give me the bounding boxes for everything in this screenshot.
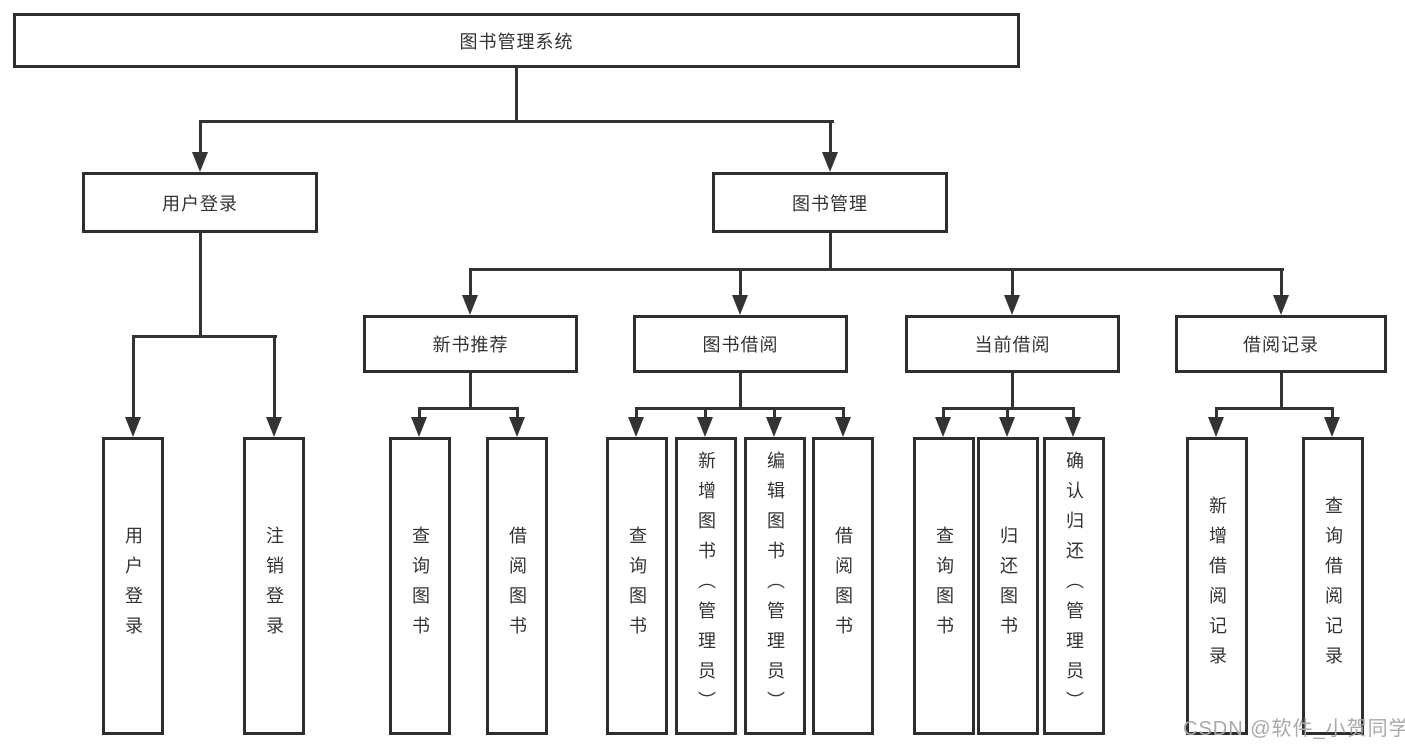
- connector-line: [469, 268, 472, 297]
- csdn-watermark: CSDN @软件_小贺同学: [1183, 718, 1405, 740]
- connector-line: [829, 233, 832, 270]
- connector-line: [739, 268, 742, 297]
- arrow-down-icon: [192, 152, 208, 172]
- connector-line: [829, 120, 832, 154]
- arrow-down-icon: [509, 417, 525, 437]
- connector-line: [1072, 407, 1075, 419]
- arrow-down-icon: [822, 152, 838, 172]
- leaf-borrow-books-recommend: 借阅图书: [486, 437, 548, 735]
- connector-line: [1280, 268, 1283, 297]
- arrow-down-icon: [1065, 417, 1081, 437]
- connector-line: [1331, 407, 1334, 419]
- connector-line: [942, 407, 945, 419]
- node-user-login: 用户登录: [82, 172, 318, 233]
- connector-line: [1215, 407, 1333, 410]
- connector-line: [635, 407, 638, 419]
- leaf-query-borrow-record: 查询借阅记录: [1302, 437, 1364, 735]
- connector-line: [1006, 407, 1009, 419]
- connector-line: [418, 407, 519, 410]
- arrow-down-icon: [628, 417, 644, 437]
- connector-line: [635, 407, 845, 410]
- node-current-borrow: 当前借阅: [905, 315, 1120, 373]
- connector-line: [773, 407, 776, 419]
- arrow-down-icon: [411, 417, 427, 437]
- arrow-down-icon: [1324, 417, 1340, 437]
- connector-line: [704, 407, 707, 419]
- connector-line: [469, 268, 1284, 271]
- connector-line: [132, 335, 135, 419]
- connector-line: [418, 407, 421, 419]
- arrow-down-icon: [1273, 295, 1289, 315]
- connector-line: [739, 373, 742, 409]
- arrow-down-icon: [697, 417, 713, 437]
- node-new-book-recommend: 新书推荐: [363, 315, 578, 373]
- leaf-user-login: 用户登录: [102, 437, 164, 735]
- connector-line: [132, 335, 277, 338]
- arrow-down-icon: [766, 417, 782, 437]
- arrow-down-icon: [125, 417, 141, 437]
- arrow-down-icon: [462, 295, 478, 315]
- leaf-query-books-recommend: 查询图书: [389, 437, 451, 735]
- node-book-borrow: 图书借阅: [633, 315, 848, 373]
- arrow-down-icon: [266, 417, 282, 437]
- arrow-down-icon: [732, 295, 748, 315]
- arrow-down-icon: [835, 417, 851, 437]
- leaf-borrow-books: 借阅图书: [812, 437, 874, 735]
- leaf-logout: 注销登录: [243, 437, 305, 735]
- leaf-query-books-current: 查询图书: [913, 437, 975, 735]
- connector-line: [1280, 373, 1283, 409]
- arrow-down-icon: [1004, 295, 1020, 315]
- node-library-system: 图书管理系统: [13, 13, 1020, 68]
- connector-line: [1011, 268, 1014, 297]
- leaf-return-books: 归还图书: [977, 437, 1039, 735]
- connector-line: [515, 68, 518, 122]
- connector-line: [273, 335, 276, 419]
- connector-line: [1215, 407, 1218, 419]
- connector-line: [199, 120, 834, 123]
- leaf-confirm-return-admin: 确认归还（管理员）: [1043, 437, 1105, 735]
- connector-line: [199, 233, 202, 337]
- leaf-add-borrow-record: 新增借阅记录: [1186, 437, 1248, 735]
- leaf-query-books-borrow: 查询图书: [606, 437, 668, 735]
- node-borrow-records: 借阅记录: [1175, 315, 1387, 373]
- connector-line: [516, 407, 519, 419]
- arrow-down-icon: [1208, 417, 1224, 437]
- arrow-down-icon: [999, 417, 1015, 437]
- node-book-management: 图书管理: [712, 172, 948, 233]
- leaf-add-books-admin: 新增图书（管理员）: [675, 437, 737, 735]
- connector-line: [1011, 373, 1014, 409]
- connector-line: [199, 120, 202, 154]
- arrow-down-icon: [935, 417, 951, 437]
- connector-line: [469, 373, 472, 409]
- connector-line: [842, 407, 845, 419]
- leaf-edit-books-admin: 编辑图书（管理员）: [744, 437, 806, 735]
